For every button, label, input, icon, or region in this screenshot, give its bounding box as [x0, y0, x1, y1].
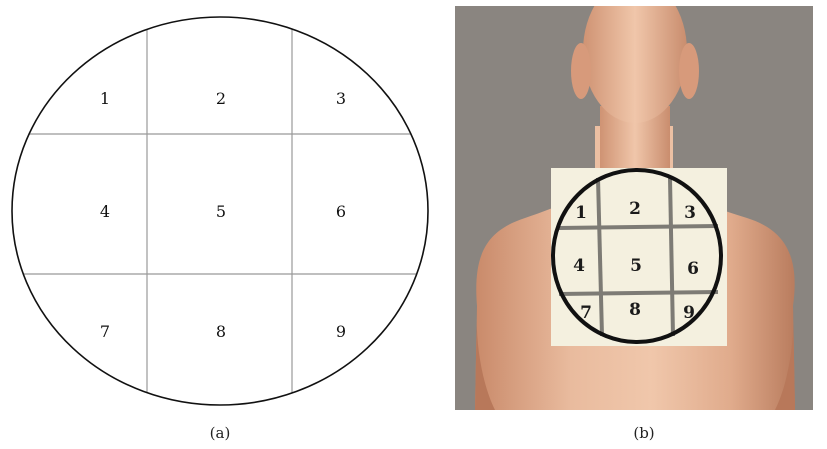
grid-diagram: 1 2 3 4 5 6 7 8 9 [0, 0, 450, 420]
patch-label-7: 7 [580, 303, 592, 323]
cell-label-7: 7 [100, 322, 110, 341]
patch-label-5: 5 [630, 256, 642, 276]
cell-label-4: 4 [100, 202, 110, 221]
patch-label-3: 3 [684, 203, 696, 223]
patch-label-2: 2 [629, 199, 641, 219]
patch-label-4: 4 [573, 256, 585, 276]
cell-label-2: 2 [216, 89, 226, 108]
patch-label-6: 6 [687, 259, 699, 279]
patch-label-1: 1 [575, 203, 587, 223]
caption-a: (a) [200, 424, 240, 442]
cell-label-9: 9 [336, 322, 346, 341]
patch-label-9: 9 [683, 303, 695, 323]
patch-label-8: 8 [629, 300, 641, 320]
body-illustration: 1 2 3 4 5 6 7 8 9 [455, 6, 813, 410]
cell-label-6: 6 [336, 202, 346, 221]
cell-label-3: 3 [336, 89, 346, 108]
left-ear [571, 43, 591, 99]
right-ear [679, 43, 699, 99]
cell-label-1: 1 [100, 89, 110, 108]
cell-label-5: 5 [216, 202, 226, 221]
cell-label-8: 8 [216, 322, 226, 341]
caption-b: (b) [624, 424, 664, 442]
